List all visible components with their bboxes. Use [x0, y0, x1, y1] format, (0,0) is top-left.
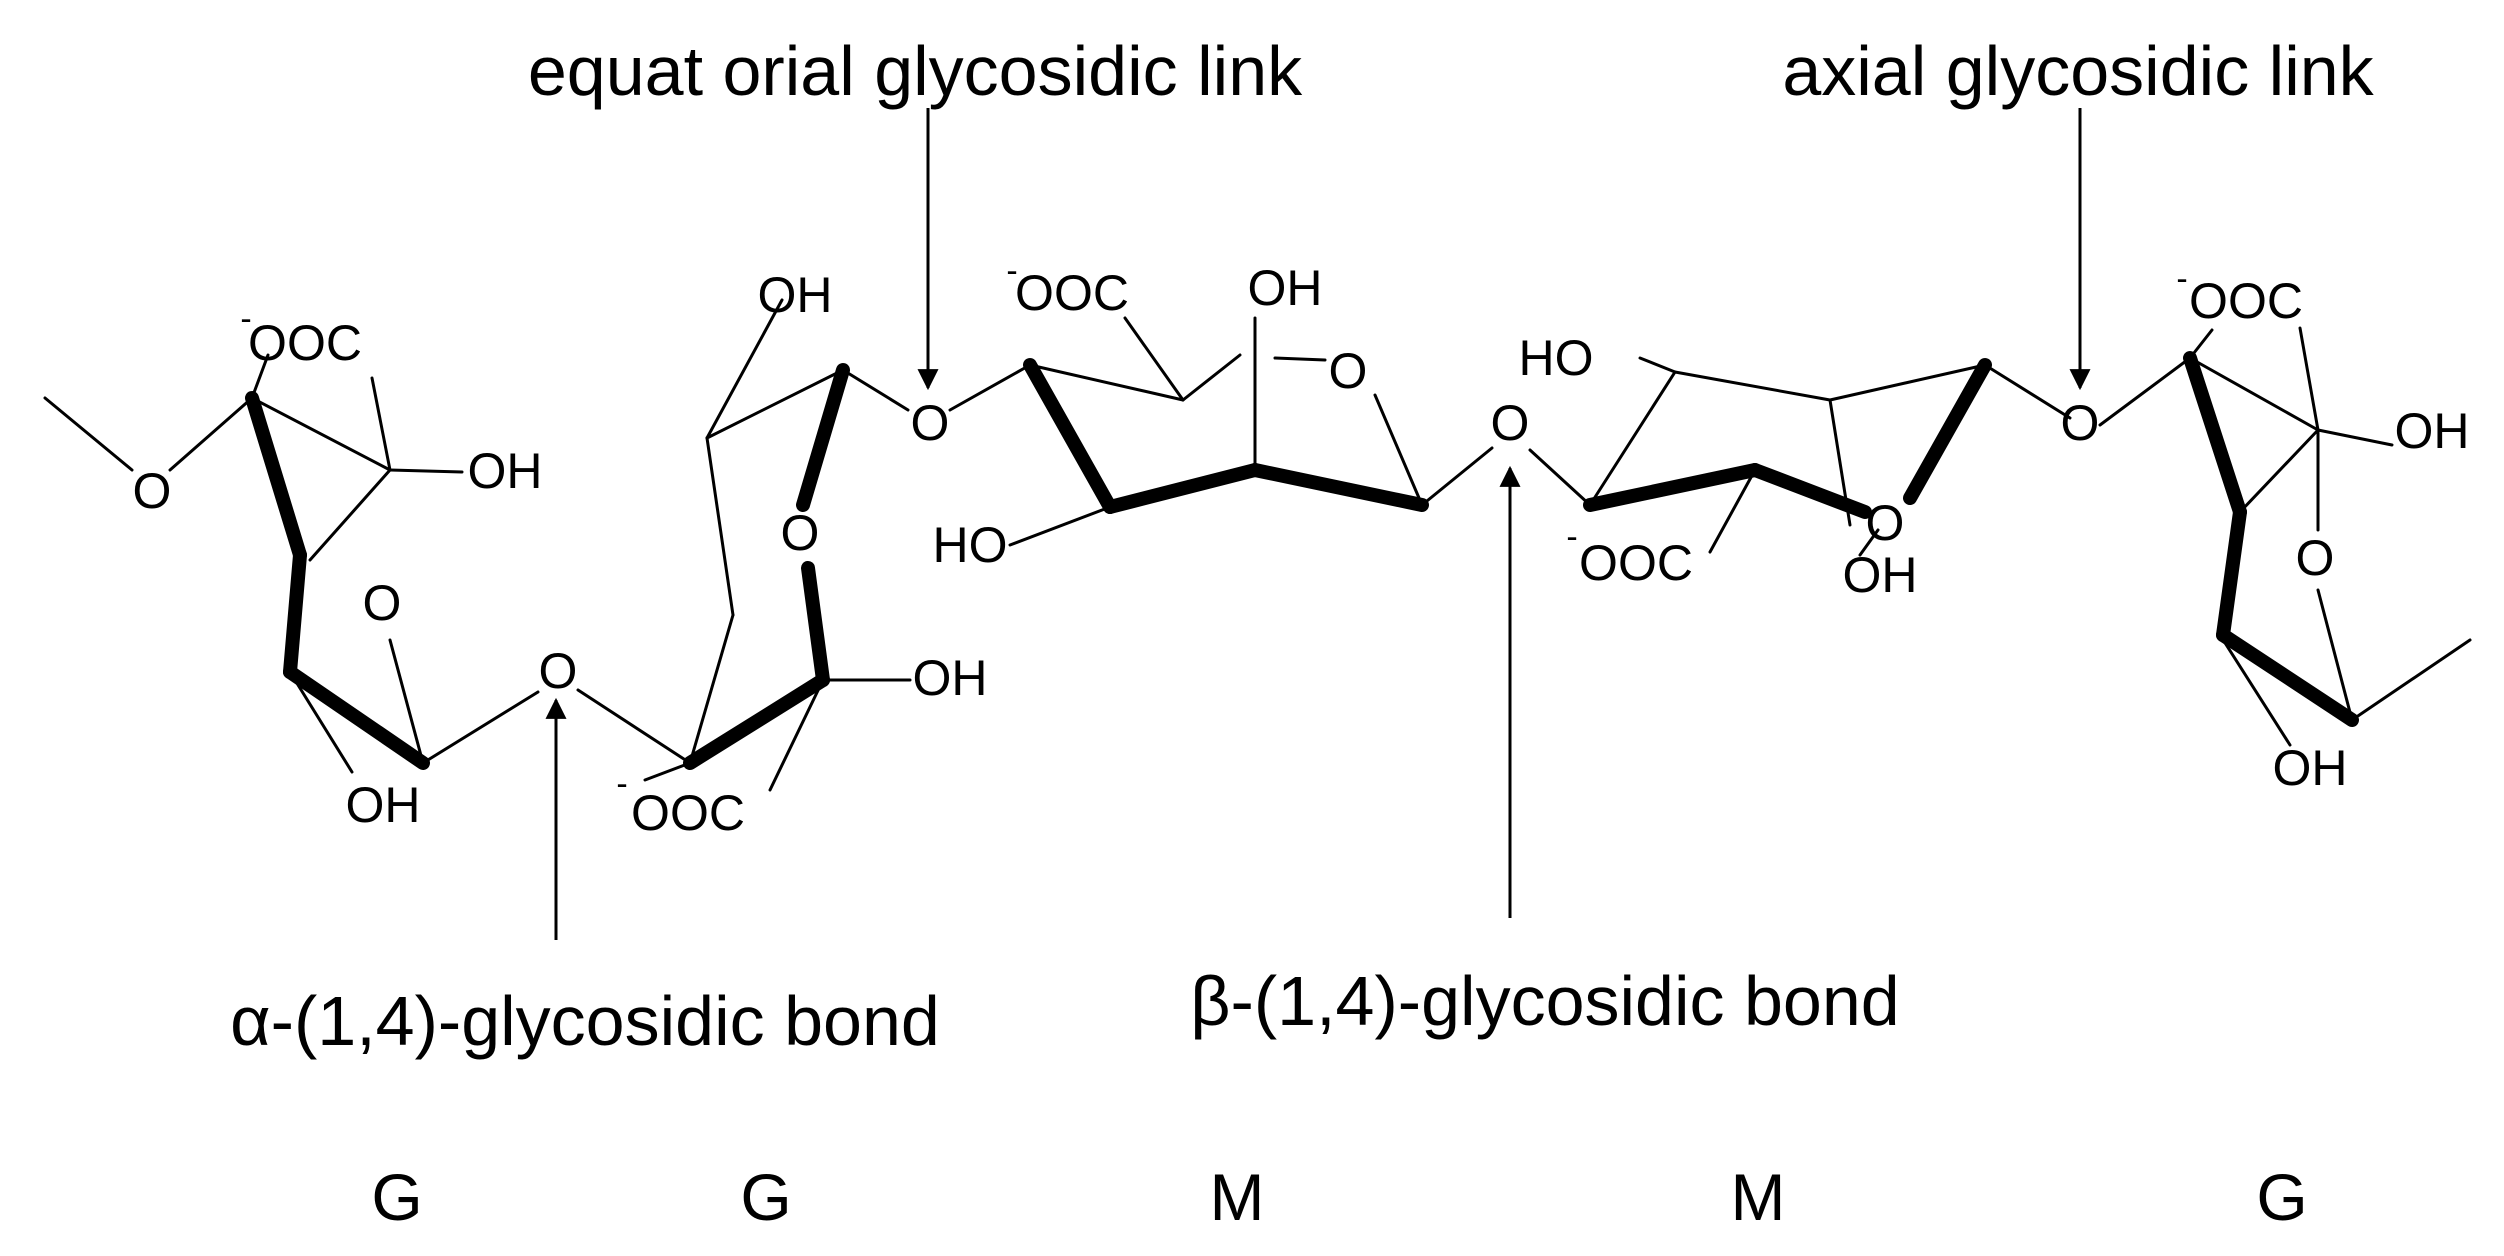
mannuronate-ring-4 — [1528, 356, 2072, 557]
ring-2-ring-oxygen: O — [781, 505, 820, 561]
beta-glycosidic-oxygen: O — [1491, 395, 1530, 451]
ring-1-carboxylate: OOC — [248, 315, 362, 371]
unit-label-3: M — [1210, 1160, 1265, 1234]
ring-2-labels: OH O OH - OOC — [616, 267, 987, 841]
guluronate-ring-1 — [43, 353, 540, 774]
ring-1-ring-oxygen: O — [363, 575, 402, 631]
ring-5-carboxylate-charge: - — [2176, 260, 2187, 298]
ring-3-labels: - OOC OH O HO — [933, 252, 1368, 573]
equatorial-glycosidic-oxygen: O — [911, 395, 950, 451]
equatorial-link-label: equat orial glycosidic link — [528, 32, 1303, 110]
ring-4-carboxylate-charge: - — [1566, 518, 1577, 556]
ring-4-carboxylate: OOC — [1579, 535, 1693, 591]
ring-1-carboxylate-charge: - — [240, 300, 251, 338]
ring-4-ring-oxygen: O — [1866, 495, 1905, 551]
alpha-glycosidic-oxygen: O — [539, 643, 578, 699]
ring-4-labels: HO O OH - OOC — [1519, 330, 1918, 603]
ring-3-ring-oxygen: O — [1329, 343, 1368, 399]
unit-label-2: G — [740, 1160, 791, 1234]
ring-1-hydroxyl-upper: OH — [468, 443, 543, 499]
ring-3-hydroxyl-top: OH — [1248, 260, 1323, 316]
ring-2-carboxylate: OOC — [631, 785, 745, 841]
ring-1-oxygen-linker: O — [133, 463, 172, 519]
ring-2-carboxylate-charge: - — [616, 765, 627, 803]
ring-2-hydroxyl-top: OH — [758, 267, 833, 323]
unit-label-1: G — [371, 1160, 422, 1234]
ring-3-carboxylate-charge: - — [1006, 252, 1017, 290]
alpha-bond-label: α-(1,4)-glycosidic bond — [230, 982, 940, 1060]
axial-link-label: axial glycosidic link — [1782, 32, 2374, 110]
ring-5-carboxylate: OOC — [2189, 273, 2303, 329]
ring-2-hydroxyl-right: OH — [913, 650, 988, 706]
ring-5-hydroxyl-upper: OH — [2395, 403, 2470, 459]
ring-5-hydroxyl-lower: OH — [2273, 740, 2348, 796]
mannuronate-ring-3 — [948, 316, 1494, 547]
unit-label-4: M — [1731, 1160, 1786, 1234]
ring-3-hydroxyl-left: HO — [933, 517, 1008, 573]
beta-bond-label: β-(1,4)-glycosidic bond — [1190, 962, 1899, 1040]
ring-4-hydroxyl-lower: OH — [1843, 547, 1918, 603]
ring-1-hydroxyl-lower: OH — [346, 777, 421, 833]
ring-1-labels: O - OOC OH O OH — [133, 300, 543, 833]
ring-3-carboxylate: OOC — [1015, 265, 1129, 321]
ring-5-ring-oxygen: O — [2296, 530, 2335, 586]
unit-label-5: G — [2256, 1160, 2307, 1234]
ring-4-hydroxyl-left: HO — [1519, 330, 1594, 386]
ring-5-labels: - OOC OH O OH — [2176, 260, 2469, 796]
guluronate-ring-5 — [2098, 326, 2472, 747]
guluronate-ring-2 — [576, 298, 912, 792]
axial-glycosidic-oxygen: O — [2061, 395, 2100, 451]
